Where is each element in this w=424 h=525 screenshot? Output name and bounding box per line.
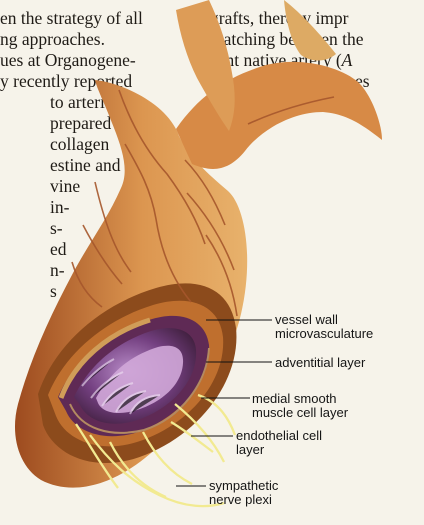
- label-adventitial-text: adventitial layer: [275, 355, 365, 370]
- label-adventitial-layer: adventitial layer: [275, 356, 365, 370]
